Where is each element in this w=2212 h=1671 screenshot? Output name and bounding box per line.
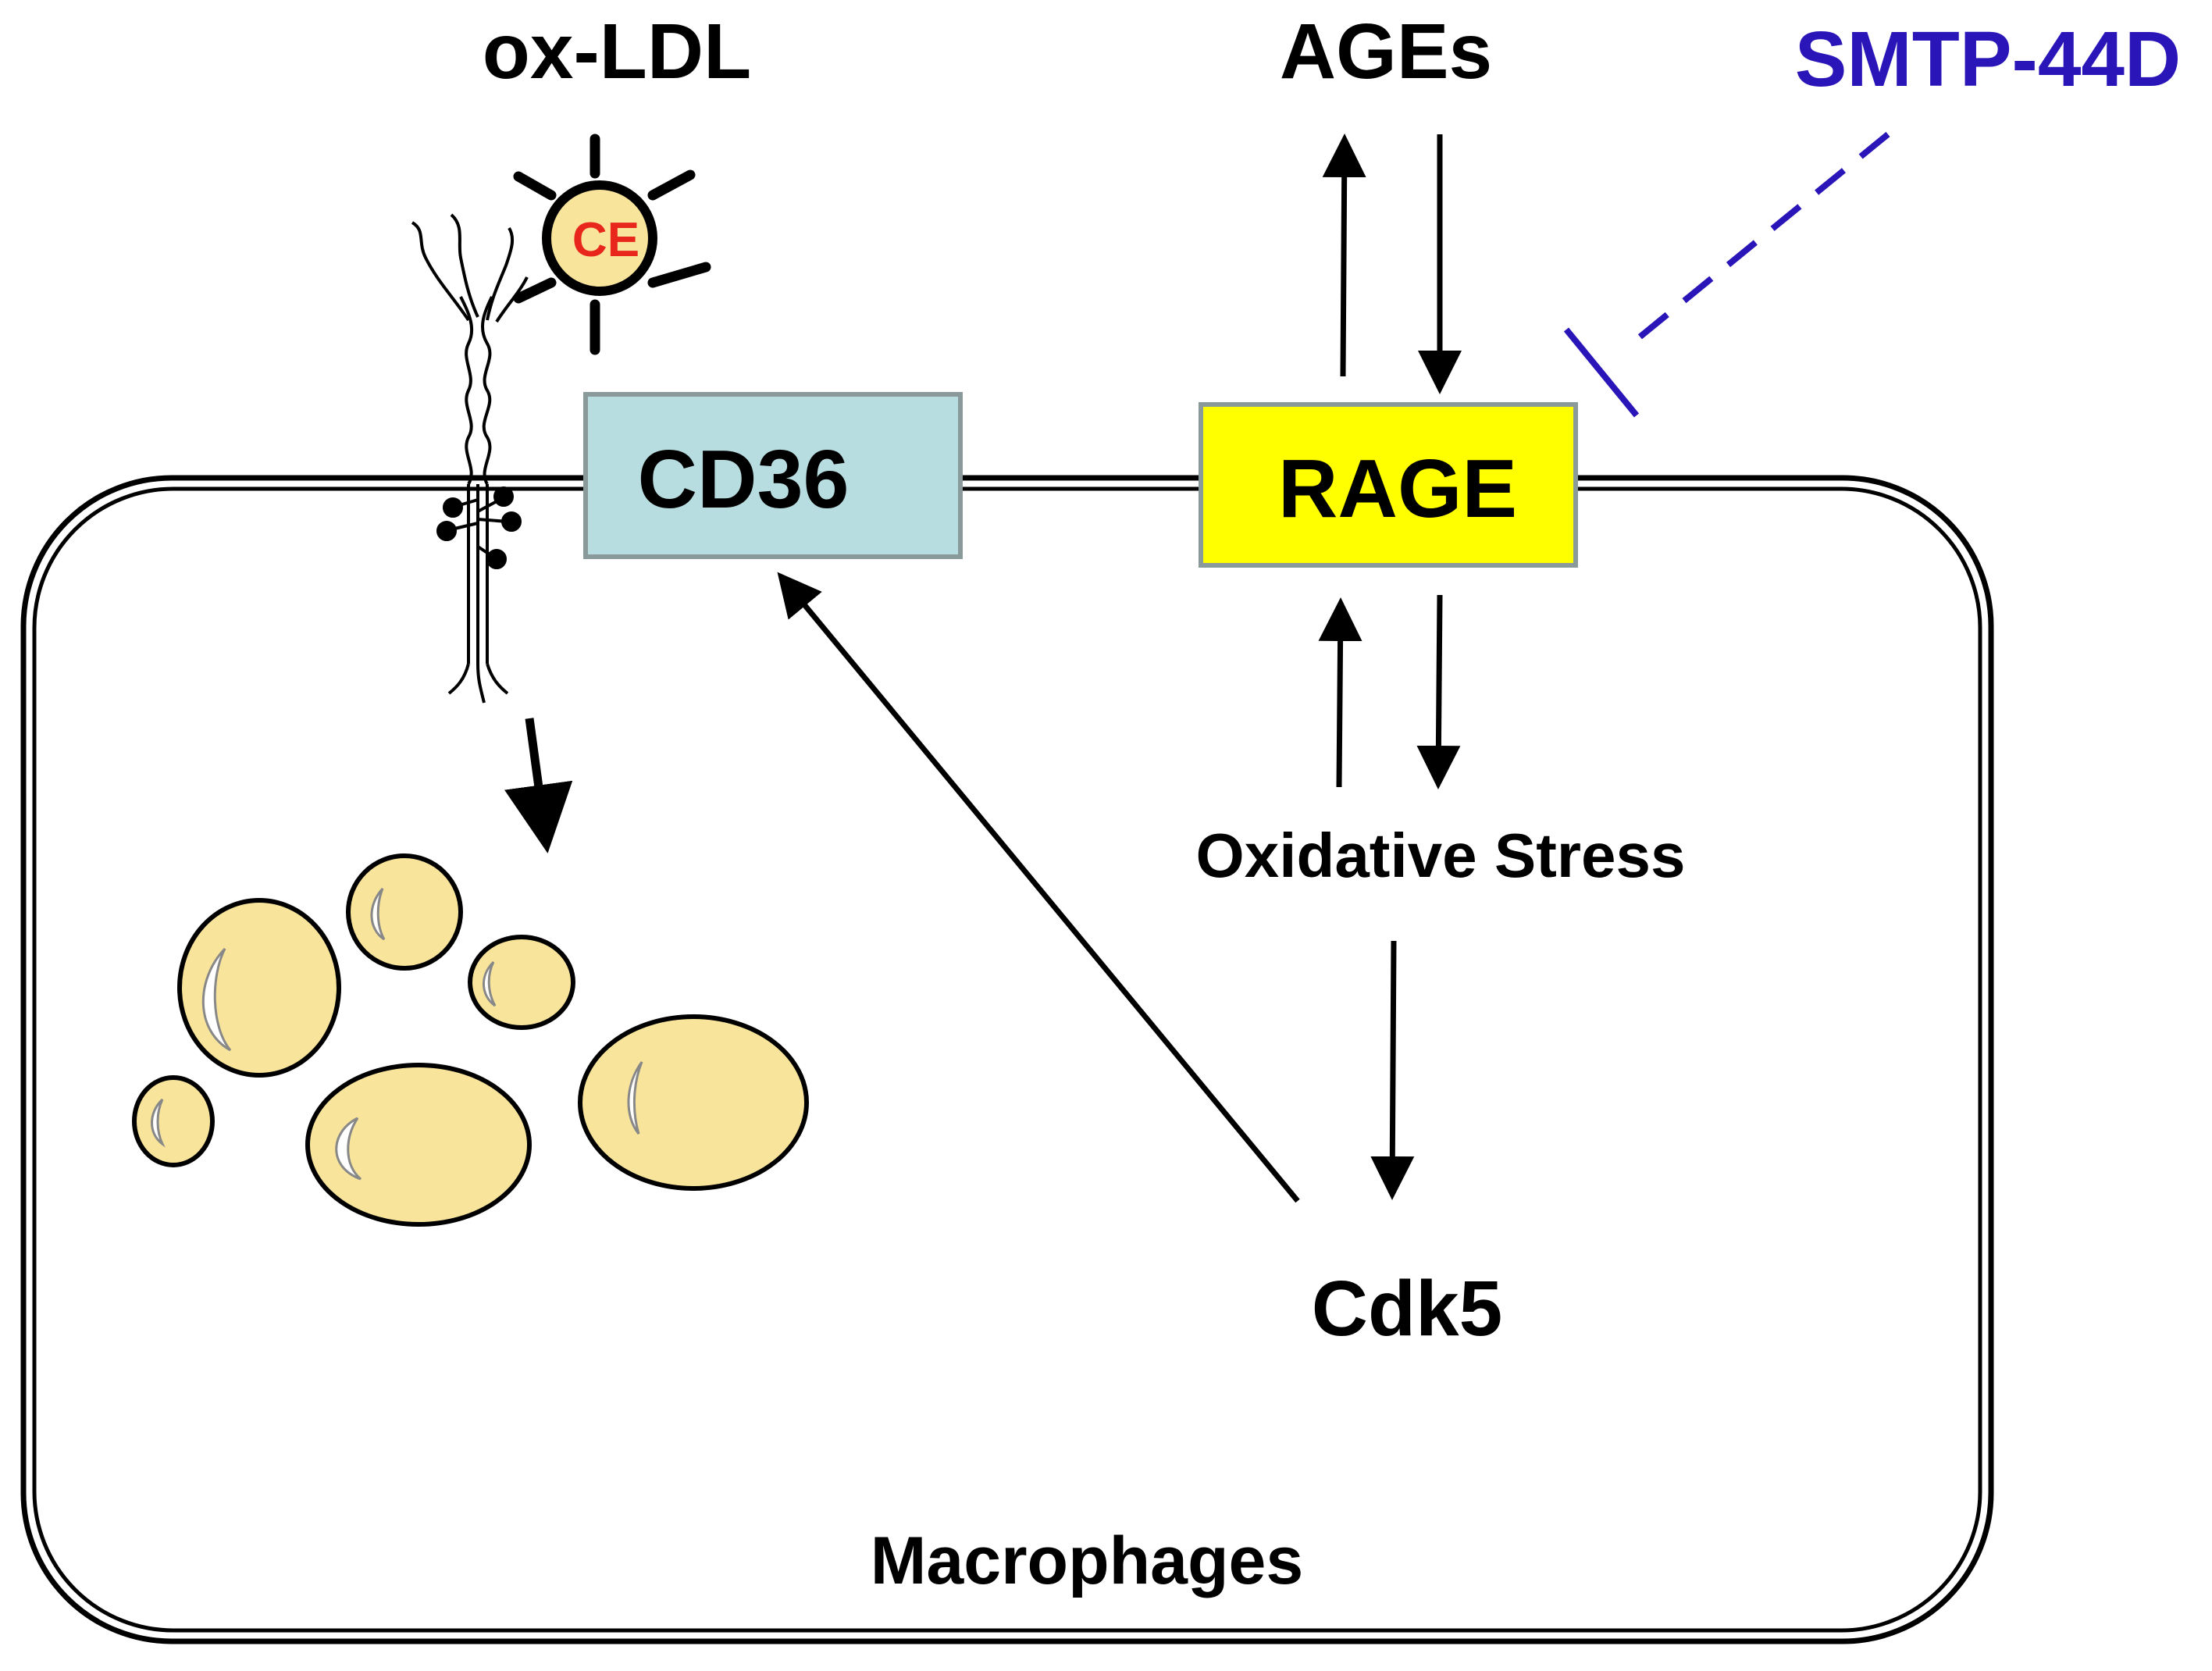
ages-label: AGEs (1280, 8, 1492, 95)
smtp-inhibition-line (1622, 131, 1890, 353)
receptor-glycosylation-icon (436, 486, 522, 569)
receptor-icon (411, 213, 529, 704)
cell-membrane-inner (32, 486, 1982, 1633)
cd36-box (583, 392, 963, 559)
smtp-44d-label: SMTP-44D (1795, 16, 2182, 103)
lipid-droplets (132, 853, 809, 1227)
rage-label: RAGE (1278, 443, 1517, 535)
lipid-droplet (305, 1063, 532, 1227)
oxidative-stress-label: Oxidative Stress (1196, 821, 1686, 890)
macrophages-label: Macrophages (871, 1523, 1303, 1598)
lipid-droplet (578, 1014, 809, 1191)
ox-ldl-particle-icon (513, 134, 711, 355)
arrow-uptake-to-lipids (504, 718, 573, 853)
lipid-highlights (151, 887, 643, 1181)
ox-ldl-label: ox-LDL (483, 8, 751, 95)
arrow-stress-to-cdk5 (1370, 940, 1415, 1200)
arrow-stress-to-rage (1318, 597, 1362, 788)
smtp-inhibition-bar (1563, 327, 1640, 418)
arrow-cdk5-to-cd36 (777, 572, 1300, 1203)
arrow-rage-to-ages (1322, 134, 1366, 377)
arrow-rage-to-stress (1416, 594, 1461, 789)
lipid-droplet (132, 1075, 215, 1167)
cdk5-label: Cdk5 (1312, 1265, 1503, 1352)
cell-membrane-outer (20, 475, 1994, 1644)
rage-box (1199, 402, 1578, 568)
lipid-droplet (346, 853, 463, 971)
ce-label: CE (572, 213, 639, 267)
cd36-label: CD36 (637, 433, 849, 526)
